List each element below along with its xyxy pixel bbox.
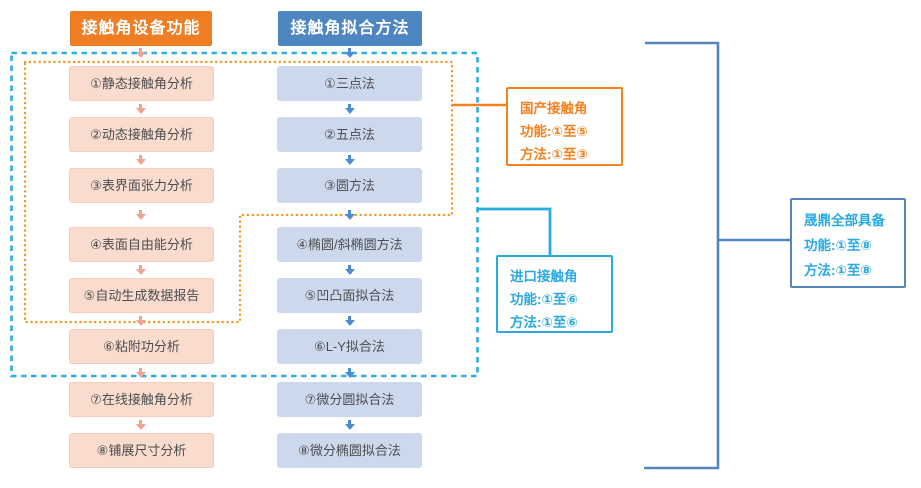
imported-group-dashed-border (10, 51, 479, 378)
domestic-group-dotted-border (23, 60, 454, 324)
down-arrow-icon (344, 48, 355, 58)
note-functions-range: 功能:①至⑧ (804, 238, 872, 253)
method-item-7: ⑦微分圆拟合法 (277, 382, 422, 417)
note-functions-range: 功能:①至⑥ (510, 292, 578, 307)
down-arrow-icon (135, 104, 146, 114)
imported-connector-line (477, 207, 552, 255)
imported-contact-angle-note: 进口接触角 功能:①至⑥ 方法:①至⑥ (496, 255, 613, 333)
down-arrow-icon (344, 420, 355, 430)
down-arrow-icon (135, 155, 146, 165)
note-title: 国产接触角 (520, 101, 588, 116)
down-arrow-icon (344, 210, 355, 220)
function-item-4: ④表面自由能分析 (69, 227, 214, 262)
functions-column-header: 接触角设备功能 (70, 11, 212, 46)
function-item-7: ⑦在线接触角分析 (69, 382, 214, 417)
note-methods-range: 方法:①至③ (520, 147, 588, 162)
methods-column-header: 接触角拟合方法 (278, 11, 422, 46)
function-item-6: ⑥粘附功分析 (69, 329, 214, 364)
down-arrow-icon (135, 420, 146, 430)
down-arrow-icon (344, 368, 355, 378)
domestic-contact-angle-note: 国产接触角 功能:①至⑤ 方法:①至③ (506, 87, 623, 166)
method-item-1: ①三点法 (277, 66, 422, 101)
note-functions-range: 功能:①至⑤ (520, 124, 588, 139)
down-arrow-icon (344, 316, 355, 326)
down-arrow-icon (135, 265, 146, 275)
down-arrow-icon (135, 368, 146, 378)
down-arrow-icon (344, 265, 355, 275)
note-methods-range: 方法:①至⑧ (804, 263, 872, 278)
method-item-2: ②五点法 (277, 117, 422, 152)
note-methods-range: 方法:①至⑥ (510, 315, 578, 330)
method-item-6: ⑥L-Y拟合法 (277, 329, 422, 364)
method-item-3: ③圆方法 (277, 168, 422, 203)
function-item-8: ⑧铺展尺寸分析 (69, 433, 214, 468)
note-title: 进口接触角 (510, 269, 578, 284)
function-item-1: ①静态接触角分析 (69, 66, 214, 101)
down-arrow-icon (135, 48, 146, 58)
function-item-5: ⑤自动生成数据报告 (69, 278, 214, 313)
function-item-2: ②动态接触角分析 (69, 117, 214, 152)
down-arrow-icon (135, 316, 146, 326)
function-item-3: ③表界面张力分析 (69, 168, 214, 203)
method-item-8: ⑧微分椭圆拟合法 (277, 433, 422, 468)
shengding-bracket (644, 41, 720, 470)
down-arrow-icon (344, 104, 355, 114)
method-item-5: ⑤凹凸面拟合法 (277, 278, 422, 313)
down-arrow-icon (135, 210, 146, 220)
method-item-4: ④椭圆/斜椭圆方法 (277, 227, 422, 262)
down-arrow-icon (344, 155, 355, 165)
shengding-all-note: 晟鼎全部具备 功能:①至⑧ 方法:①至⑧ (790, 198, 906, 288)
note-title: 晟鼎全部具备 (804, 213, 885, 228)
